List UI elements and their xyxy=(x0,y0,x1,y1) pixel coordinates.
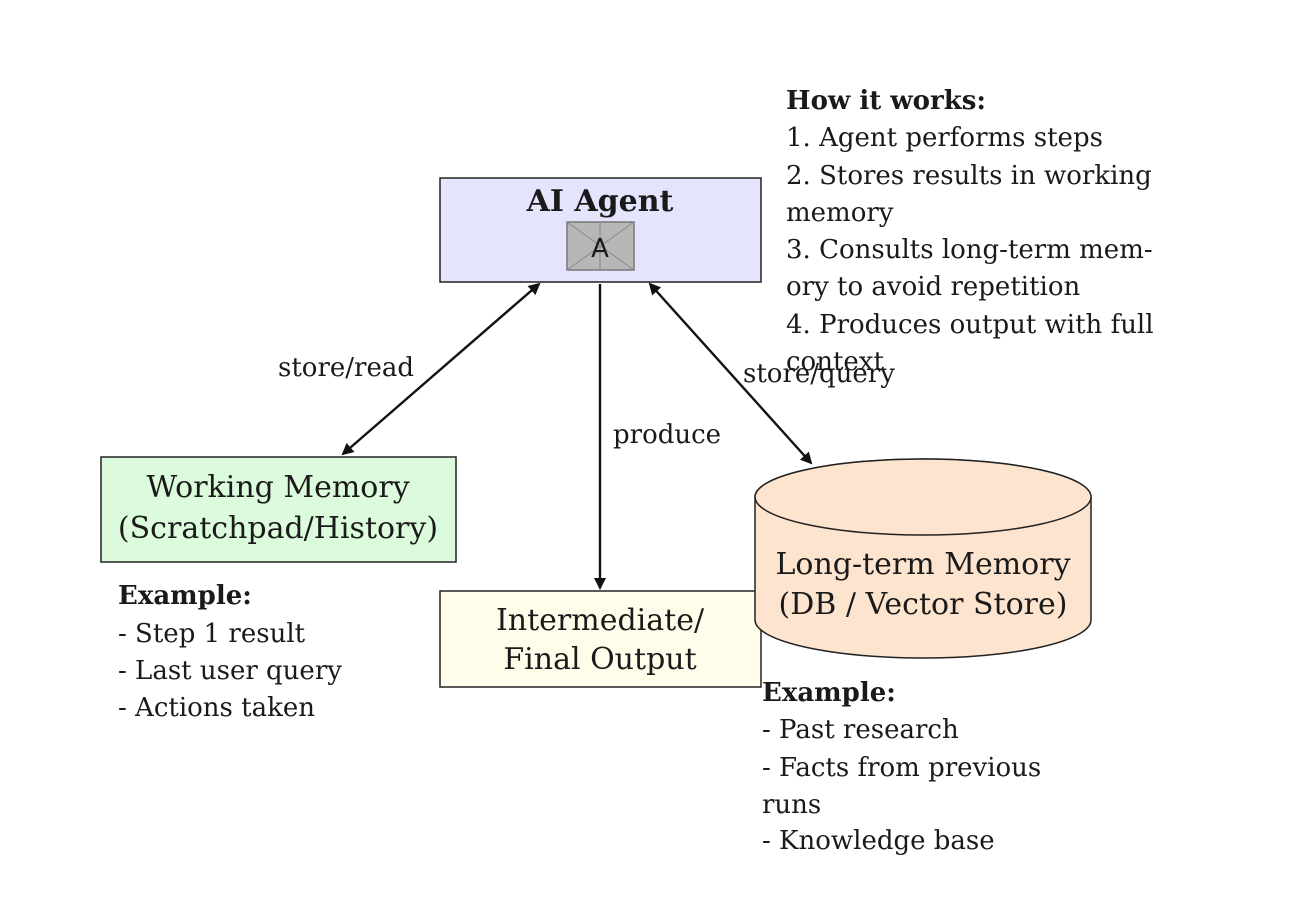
edge-agent-working-memory xyxy=(341,282,541,456)
node-working-memory-line: (Scratchpad/History) xyxy=(118,511,438,546)
working-memory-example-title: Example: xyxy=(118,581,252,611)
node-output: Intermediate/ Final Output xyxy=(439,590,762,688)
node-ai-agent-title: AI Agent xyxy=(526,184,674,219)
long-term-memory-example-line: - Facts from previous xyxy=(762,753,1041,783)
node-long-term-memory-top xyxy=(754,458,1092,536)
long-term-memory-example: Example: - Past research - Facts from pr… xyxy=(762,678,1041,856)
node-long-term-memory-line: Long-term Memory xyxy=(775,547,1070,582)
node-long-term-memory-line: (DB / Vector Store) xyxy=(779,587,1068,622)
how-it-works-line: 2. Stores results in working xyxy=(786,161,1152,191)
node-working-memory-box xyxy=(100,456,457,563)
how-it-works-line: 1. Agent performs steps xyxy=(786,123,1103,153)
node-ai-agent: AI Agent A xyxy=(439,177,762,283)
how-it-works-line: ory to avoid repetition xyxy=(786,272,1080,302)
long-term-memory-example-line: runs xyxy=(762,790,821,820)
working-memory-example-line: - Actions taken xyxy=(118,693,315,723)
how-it-works-line: 4. Produces output with full xyxy=(786,310,1154,340)
node-long-term-memory: Long-term Memory (DB / Vector Store) xyxy=(754,458,1092,659)
working-memory-example-line: - Step 1 result xyxy=(118,619,306,649)
working-memory-example: Example: - Step 1 result - Last user que… xyxy=(118,581,342,723)
long-term-memory-example-title: Example: xyxy=(762,678,896,708)
node-working-memory: Working Memory (Scratchpad/History) xyxy=(100,456,457,563)
node-output-line: Intermediate/ xyxy=(496,603,705,638)
node-output-line: Final Output xyxy=(503,642,696,677)
how-it-works-note: How it works: 1. Agent performs steps 2.… xyxy=(786,86,1154,377)
agent-icon-glyph: A xyxy=(591,234,609,264)
how-it-works-title: How it works: xyxy=(786,86,986,116)
edge-label-store-query: store/query xyxy=(743,359,895,389)
agent-icon: A xyxy=(566,221,635,271)
node-output-box xyxy=(439,590,762,688)
long-term-memory-example-line: - Past research xyxy=(762,715,959,745)
how-it-works-line: memory xyxy=(786,198,894,228)
edge-agent-long-term-memory xyxy=(648,282,813,465)
long-term-memory-example-line: - Knowledge base xyxy=(762,826,995,856)
edge-label-produce: produce xyxy=(613,420,721,450)
edge-label-store-read: store/read xyxy=(278,353,414,383)
working-memory-example-line: - Last user query xyxy=(118,656,342,686)
node-working-memory-line: Working Memory xyxy=(146,470,409,505)
how-it-works-line: 3. Consults long-term mem- xyxy=(786,235,1153,265)
